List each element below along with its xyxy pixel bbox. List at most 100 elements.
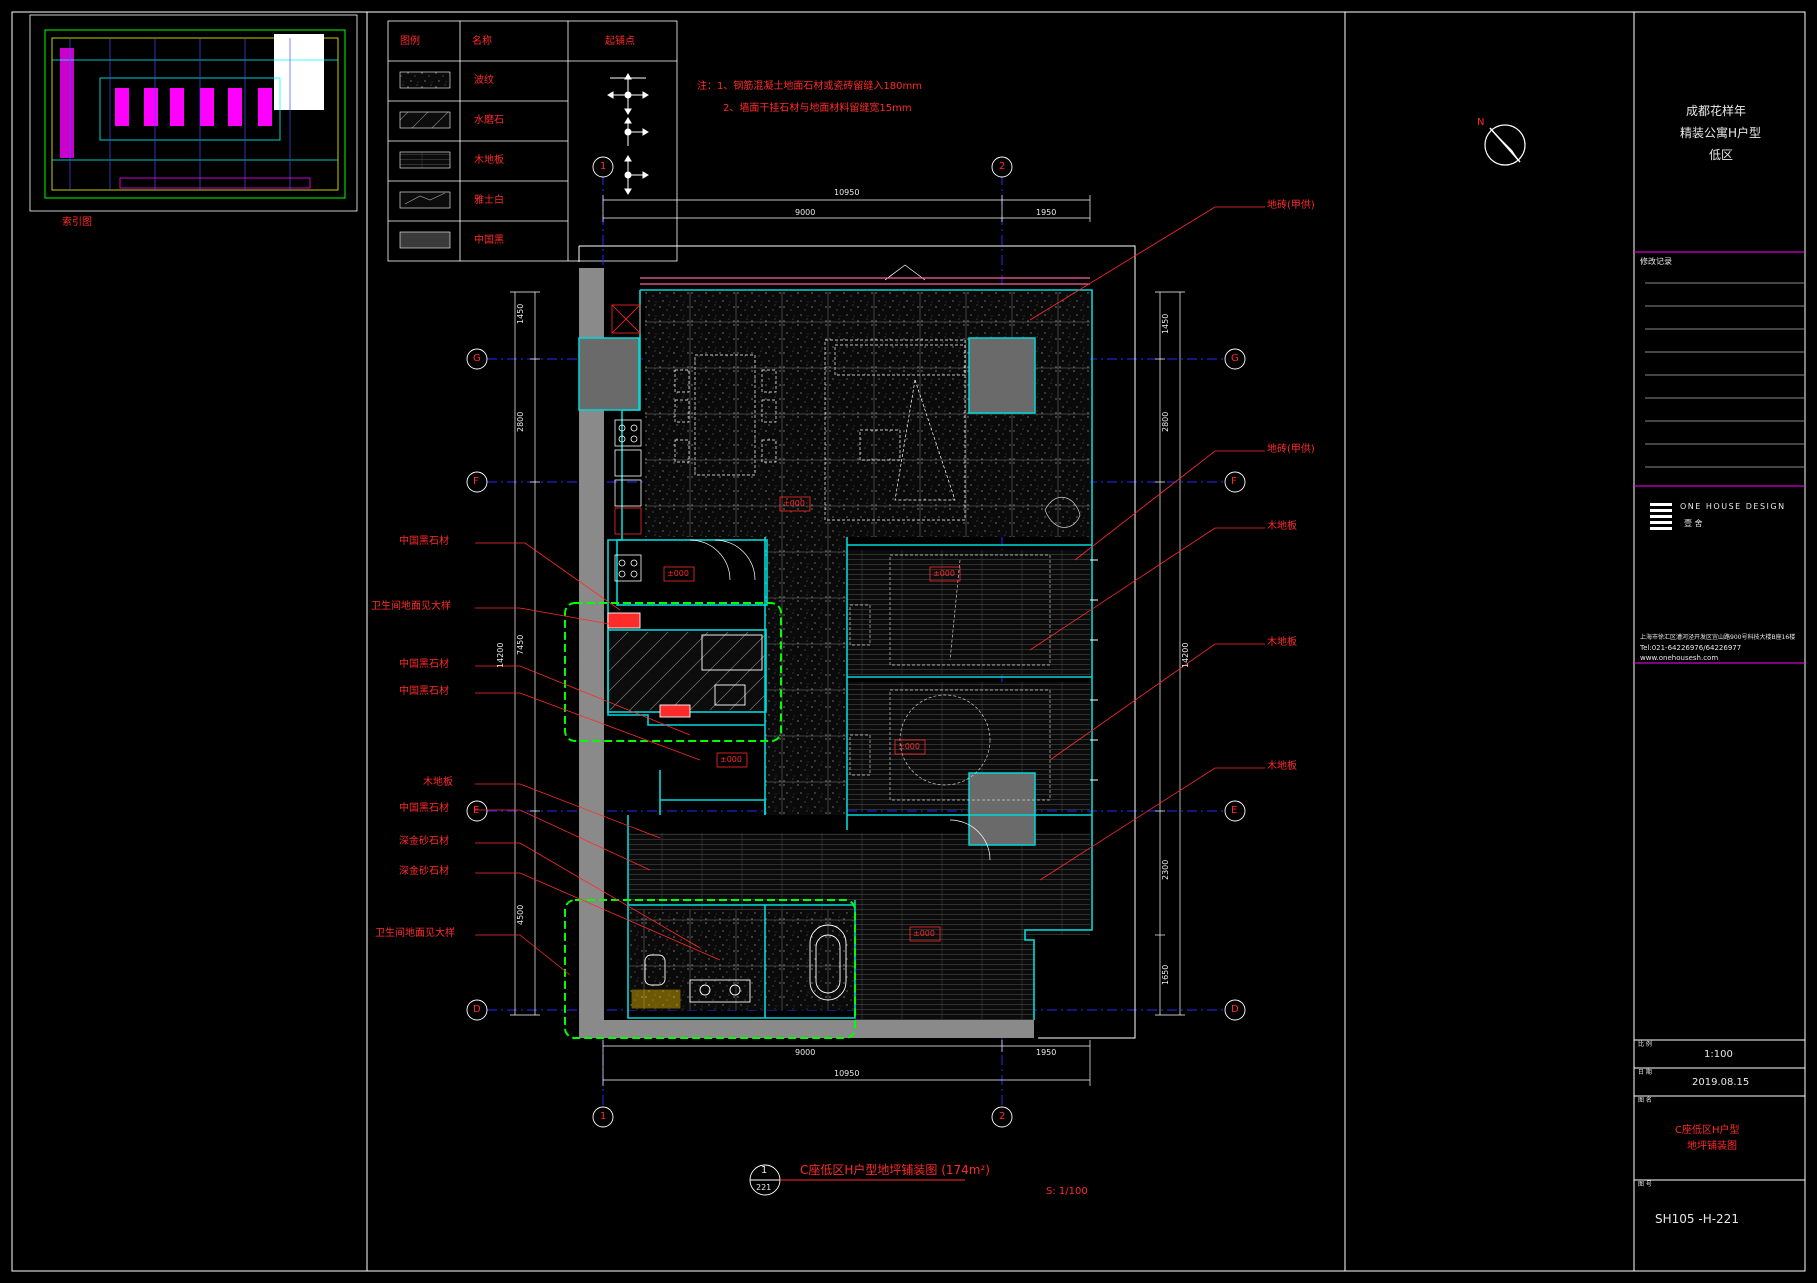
dim-right-3: 2300 (1161, 859, 1170, 880)
axis-col-1-top: 1 (600, 161, 607, 172)
legend-row-2: 水磨石 (474, 115, 504, 126)
axis-row-g-right: G (1231, 353, 1239, 364)
dim-left-span-bottom: 9000 (795, 1048, 816, 1057)
axis-row-d-right: D (1231, 1004, 1239, 1015)
start-point-symbols (607, 73, 649, 195)
legend-header-name: 名称 (472, 36, 492, 47)
north-label: N (1477, 117, 1485, 128)
bedroom-1-wood (847, 550, 1090, 675)
drawing-name-line-1: C座低区H户型 (1675, 1125, 1740, 1136)
project-line-3: 低区 (1709, 148, 1734, 162)
living-tile-floor (645, 292, 1090, 537)
top-windows (640, 277, 1090, 285)
project-line-2: 精装公寓H户型 (1680, 126, 1762, 140)
level-mark-1: ±000 (667, 569, 689, 578)
bathroom-fixtures (607, 612, 847, 1009)
date-label: 日 期 (1638, 1069, 1652, 1076)
drawing-number-value: SH105 -H-221 (1655, 1212, 1739, 1226)
level-mark-5: ±000 (720, 755, 742, 764)
level-mark-6: ±000 (913, 929, 935, 938)
column-blocks (578, 337, 1036, 846)
drawing-number-label: 图 号 (1638, 1181, 1652, 1188)
key-plan (29, 14, 358, 212)
legend-swatches (399, 71, 451, 249)
drawing-title: C座低区H户型地坪铺装图 (174m²) (800, 1163, 990, 1177)
callout-left-7: 深金砂石材 (399, 836, 449, 847)
company-logo (1650, 503, 1672, 530)
lower-wood (855, 900, 1035, 1020)
legend-row-4: 雅士白 (474, 195, 504, 206)
dim-total-bottom: 10950 (834, 1069, 860, 1078)
dim-left-total: 14200 (496, 642, 505, 668)
level-mark-2: ±000 (783, 499, 805, 508)
drawing-scale: S: 1/100 (1046, 1186, 1088, 1197)
drawing-number-bottom: 221 (756, 1183, 772, 1192)
highlight-regions (564, 602, 856, 1039)
dim-left-1: 1450 (516, 303, 525, 324)
top-dimension-lines (602, 195, 1091, 1086)
note-line-2: 2、墙面干挂石材与地面材料留缝宽15mm (723, 103, 912, 114)
dim-left-2: 2800 (516, 411, 525, 432)
axis-row-d-left: D (473, 1004, 481, 1015)
axis-row-f-left: F (473, 476, 479, 487)
axis-col-2-top: 2 (999, 161, 1006, 172)
level-mark-boxes (663, 496, 961, 942)
date-value: 2019.08.15 (1692, 1077, 1750, 1088)
callout-right-5: 木地板 (1267, 761, 1297, 772)
callout-right-3: 木地板 (1267, 521, 1297, 532)
callout-left-8: 深金砂石材 (399, 866, 449, 877)
drawing-name-label: 图 名 (1638, 1097, 1652, 1104)
dining-furniture (674, 339, 966, 521)
callout-left-6: 中国黑石材 (399, 803, 449, 814)
company-address: 上海市徐汇区漕河泾开发区宜山路900号科技大楼B座16楼 (1640, 634, 1796, 641)
key-plan-label: 索引图 (62, 217, 92, 228)
axis-row-e-left: E (473, 805, 480, 816)
dim-right-span-top: 1950 (1036, 208, 1057, 217)
axis-row-e-right: E (1231, 805, 1238, 816)
legend-row-3: 木地板 (474, 155, 504, 166)
callout-right-4: 木地板 (1267, 637, 1297, 648)
axis-col-1-bottom: 1 (600, 1111, 607, 1122)
leader-lines (475, 206, 1265, 976)
callout-right-2: 地砖(甲供) (1267, 444, 1315, 455)
company-name: ONE HOUSE DESIGN (1680, 502, 1786, 511)
company-tel: Tel:021-64226976/64226977 (1640, 644, 1742, 652)
revision-label: 修改记录 (1640, 257, 1672, 266)
title-block-lines (1634, 251, 1805, 1181)
callout-left-1: 中国黑石材 (399, 536, 449, 547)
dim-right-4: 1650 (1161, 964, 1170, 985)
legend-header-start: 起铺点 (605, 36, 635, 47)
callout-left-5: 木地板 (423, 777, 453, 788)
bathroom-2-floor (628, 910, 765, 1010)
axis-bubbles (466, 156, 1246, 1128)
side-dimension-lines (510, 291, 1185, 1016)
company-cn: 壹 舍 (1684, 519, 1703, 528)
callout-left-3: 中国黑石材 (399, 659, 449, 670)
callout-left-4: 中国黑石材 (399, 686, 449, 697)
bathroom-1-floor (608, 632, 765, 710)
interior-walls (607, 289, 1093, 1020)
dim-right-span-bottom: 1950 (1036, 1048, 1057, 1057)
drawing-name-line-2: 地坪铺装图 (1687, 1141, 1737, 1152)
scale-label: 比 例 (1638, 1041, 1652, 1048)
corridor-tile-floor (765, 537, 847, 815)
scale-value: 1:100 (1704, 1049, 1733, 1060)
dim-right-1: 1450 (1161, 313, 1170, 334)
dim-left-span-top: 9000 (795, 208, 816, 217)
axis-row-f-right: F (1231, 476, 1237, 487)
legend-row-1: 波纹 (474, 75, 494, 86)
note-line-1: 注：1、钢筋混凝土地面石材或瓷砖留缝入180mm (697, 81, 922, 92)
callout-left-2: 卫生间地面见大样 (371, 601, 451, 612)
dim-total-top: 10950 (834, 188, 860, 197)
level-mark-3: ±000 (933, 569, 955, 578)
dim-left-3: 7450 (516, 634, 525, 655)
north-arrow-icon (1484, 124, 1526, 166)
bottom-sill (579, 1020, 1034, 1038)
axis-row-g-left: G (473, 353, 481, 364)
callout-right-1: 地砖(甲供) (1267, 200, 1315, 211)
outer-boundary (578, 245, 1136, 1039)
level-mark-4: ±000 (898, 742, 920, 751)
dim-left-4: 4500 (516, 904, 525, 925)
sheet-frame (11, 11, 1806, 1272)
